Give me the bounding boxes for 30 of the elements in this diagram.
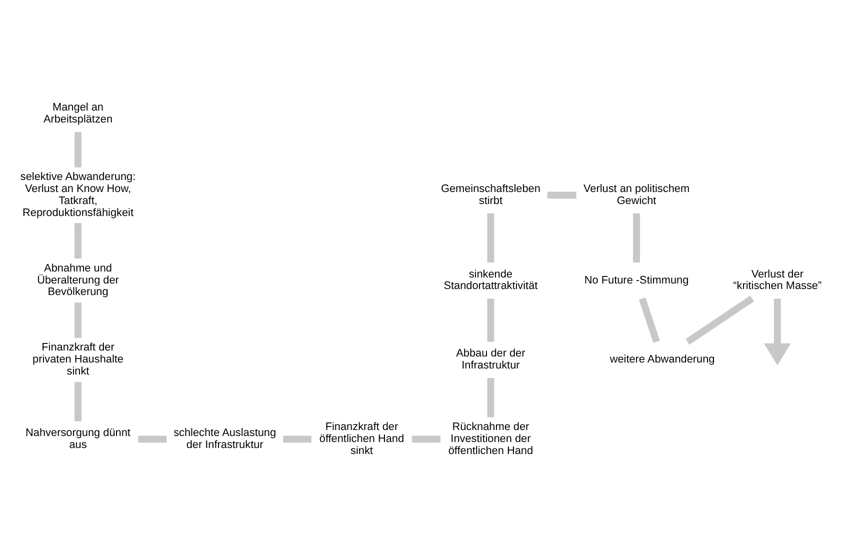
node-text: No Future -Stimmung <box>584 274 689 286</box>
node-text: Finanzkraft der privaten Haushalte sinkt <box>32 341 124 378</box>
connector <box>487 378 494 417</box>
connector <box>547 191 576 198</box>
node-text: schlechte Auslastung der Infrastruktur <box>174 426 276 450</box>
connector <box>74 302 82 338</box>
node-text: Abnahme und Überalterung der Bevölkerung <box>37 262 119 298</box>
node-text: Mangel an Arbeitsplätzen <box>43 101 113 126</box>
connector <box>487 298 494 342</box>
node-text: weitere Abwanderung <box>610 353 715 366</box>
node-text: Finanzkraft der öffentlichen Hand sinkt <box>319 420 404 456</box>
node-text: Abbau der der Infrastruktur <box>456 347 526 372</box>
connector <box>487 212 494 262</box>
connector <box>74 381 82 421</box>
arrow <box>764 298 791 365</box>
node-text: selektive Abwanderung: Verlust an Know How, Tatkraft, Reproduktionsfähigkeit <box>20 170 136 218</box>
connector <box>633 212 640 262</box>
node-text: Verlust an politischem Gewicht <box>583 182 690 206</box>
connector <box>283 435 312 442</box>
connector <box>74 222 82 258</box>
node-text: sinkende Standortattraktivität <box>444 268 538 292</box>
connector <box>412 435 440 442</box>
node-text: Verlust der “kritischen Masse” <box>733 268 822 292</box>
node-text: Gemeinschaftsleben stirbt <box>440 182 540 206</box>
connector <box>638 297 660 342</box>
node-text: Nahversorgung dünnt aus <box>26 426 130 450</box>
connector <box>686 295 754 344</box>
connector <box>138 435 167 442</box>
node-text: Rücknahme der Investitionen der öffentlichen Hand <box>448 420 534 456</box>
connector <box>74 132 82 167</box>
